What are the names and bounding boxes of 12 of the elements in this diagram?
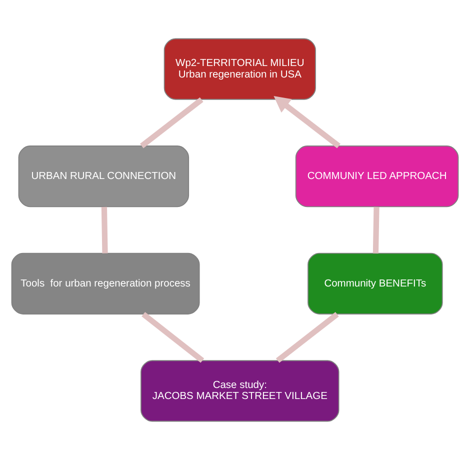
node-box: URBAN RURAL CONNECTION	[18, 145, 190, 207]
connector	[101, 206, 108, 253]
node-box: COMMUNIY LED APPROACH	[295, 145, 459, 207]
connector	[372, 206, 380, 253]
node-box: Wp2-TERRITORIAL MILIEU Urban regeneration in USA	[164, 38, 316, 100]
node-box: Tools for urban regeneration process	[11, 252, 200, 314]
arrow	[274, 95, 340, 148]
connector	[140, 96, 204, 148]
node-box: Case study: JACOBS MARKET STREET VILLAGE	[140, 360, 340, 422]
connector	[142, 312, 204, 362]
node-box: Community BENEFITs	[308, 252, 443, 314]
connector	[276, 312, 339, 362]
